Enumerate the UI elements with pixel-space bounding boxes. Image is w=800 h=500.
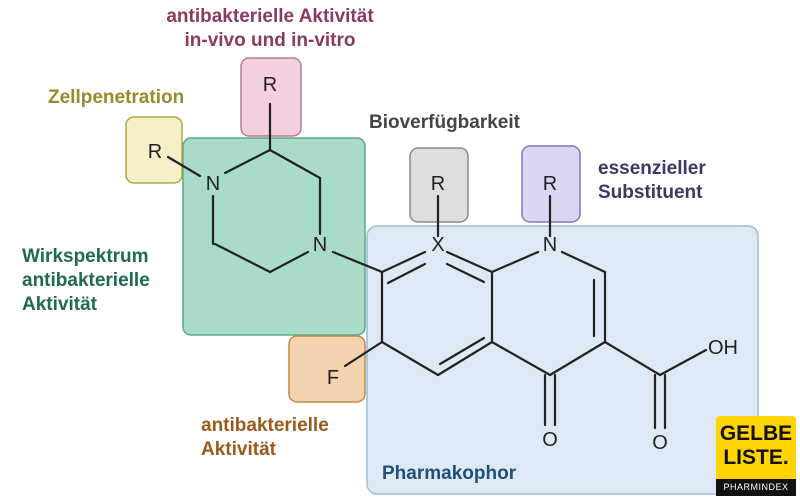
label-antibacterial-line2: Aktivität bbox=[201, 439, 276, 460]
label-spectrum: Wirkspektrum antibakterielle Aktivität bbox=[22, 245, 150, 317]
atom-r-bioavailability: R bbox=[431, 173, 445, 195]
label-essential-substituent-line1: essenzieller bbox=[598, 158, 706, 179]
atom-n-piperazine-1: N bbox=[206, 173, 220, 195]
atom-n-quinolone: N bbox=[543, 234, 557, 256]
label-essential-substituent-line2: Substituent bbox=[598, 182, 703, 203]
atom-r-substituent: R bbox=[543, 173, 557, 195]
pharmacophore-box bbox=[366, 225, 759, 495]
atom-labels: R R N N R X R N F O O OH bbox=[148, 74, 738, 454]
logo-line3: PHARMINDEX bbox=[716, 479, 796, 496]
fluorine-box bbox=[288, 335, 366, 403]
piperazine-bonds bbox=[166, 102, 322, 274]
label-antibacterial-invivo-line2: in-vivo und in-vitro bbox=[184, 30, 356, 51]
label-essential-substituent: essenzieller Substituent bbox=[598, 157, 706, 205]
label-pharmacophore: Pharmakophor bbox=[382, 463, 517, 484]
atom-x: X bbox=[431, 234, 444, 256]
atom-r-penetration: R bbox=[148, 141, 162, 163]
label-antibacterial-invivo: antibakterielle Aktivität in-vivo und in… bbox=[150, 5, 390, 53]
atom-f: F bbox=[327, 367, 339, 389]
piperazine-box bbox=[182, 137, 366, 336]
label-cell-penetration: Zellpenetration bbox=[48, 87, 185, 108]
logo-line1: GELBE bbox=[719, 422, 793, 445]
atom-oh: OH bbox=[708, 337, 738, 359]
label-antibacterial: antibakterielle Aktivität bbox=[201, 414, 329, 462]
logo-line2: LISTE. bbox=[723, 446, 789, 469]
label-spectrum-line2: antibakterielle bbox=[22, 270, 150, 291]
atom-n-piperazine-4: N bbox=[313, 234, 327, 256]
label-antibacterial-invivo-line1: antibakterielle Aktivität bbox=[166, 6, 374, 27]
penetration-r-box bbox=[125, 116, 183, 184]
label-bioavailability: Bioverfügbarkeit bbox=[369, 112, 520, 133]
atom-o-ketone: O bbox=[542, 429, 558, 451]
label-spectrum-line3: Aktivität bbox=[22, 294, 97, 315]
label-antibacterial-line1: antibakterielle bbox=[201, 415, 329, 436]
atom-o-carbonyl: O bbox=[652, 432, 668, 454]
label-spectrum-line1: Wirkspektrum bbox=[22, 246, 149, 267]
gelbe-liste-logo: GELBE LISTE. PHARMINDEX bbox=[716, 416, 796, 496]
quinolone-bonds bbox=[331, 194, 708, 430]
atom-r-invivo: R bbox=[263, 74, 277, 96]
